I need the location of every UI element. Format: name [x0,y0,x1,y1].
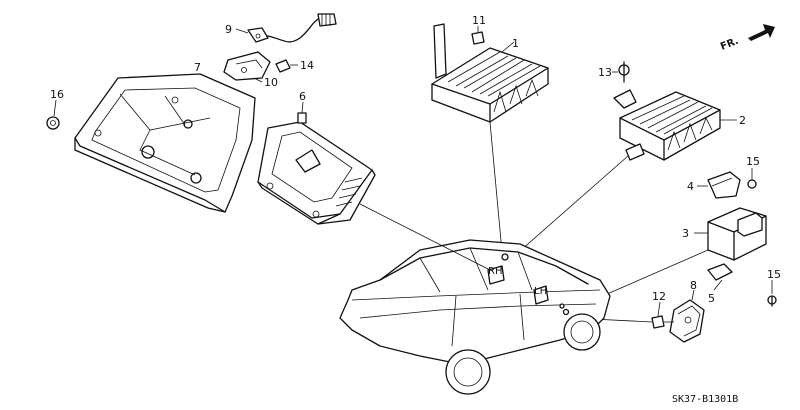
side-label-lh: LH [534,286,547,297]
front-direction-label: FR. [719,36,740,53]
part-8-connector [669,289,705,343]
part-15-screw-lower [767,280,777,307]
callout-15-upper: 15 [746,155,760,168]
callout-1: 1 [512,37,519,50]
callout-2: 2 [739,114,746,127]
part-13-bolt [612,61,630,83]
part-5-clip [707,263,733,291]
part-7-bracket-plate [74,73,256,213]
front-direction-indicator: FR. [719,24,775,53]
part-1-control-module [431,23,549,253]
part-11-clip [471,26,485,45]
callout-5: 5 [708,292,715,305]
callout-10: 10 [264,76,278,89]
part-6-control-unit [257,101,376,225]
callout-8: 8 [690,279,697,292]
callout-13: 13 [598,66,612,79]
callout-6: 6 [299,90,306,103]
callout-7: 7 [194,61,201,74]
callout-15-lower: 15 [767,268,781,281]
part-10-sensor-bracket [223,51,271,83]
callout-3: 3 [682,227,689,240]
part-15-screw-upper [747,168,757,189]
callout-11: 11 [472,14,486,27]
part-3-unit [565,207,767,313]
front-arrow-icon [748,24,775,41]
callout-16: 16 [50,88,64,101]
part-14-clip [275,59,298,73]
part-16-nut [46,99,60,130]
part-4-bracket [697,171,741,199]
callout-14: 14 [300,59,314,72]
part-2-control-module [511,89,737,259]
car-body [339,203,611,395]
callout-9: 9 [225,23,232,36]
part-9-sensor-harness [235,13,337,43]
callout-12: 12 [652,290,666,303]
callout-4: 4 [687,180,694,193]
diagram-code: SK37-B1301B [672,394,738,405]
side-label-rh: RH [488,266,502,277]
